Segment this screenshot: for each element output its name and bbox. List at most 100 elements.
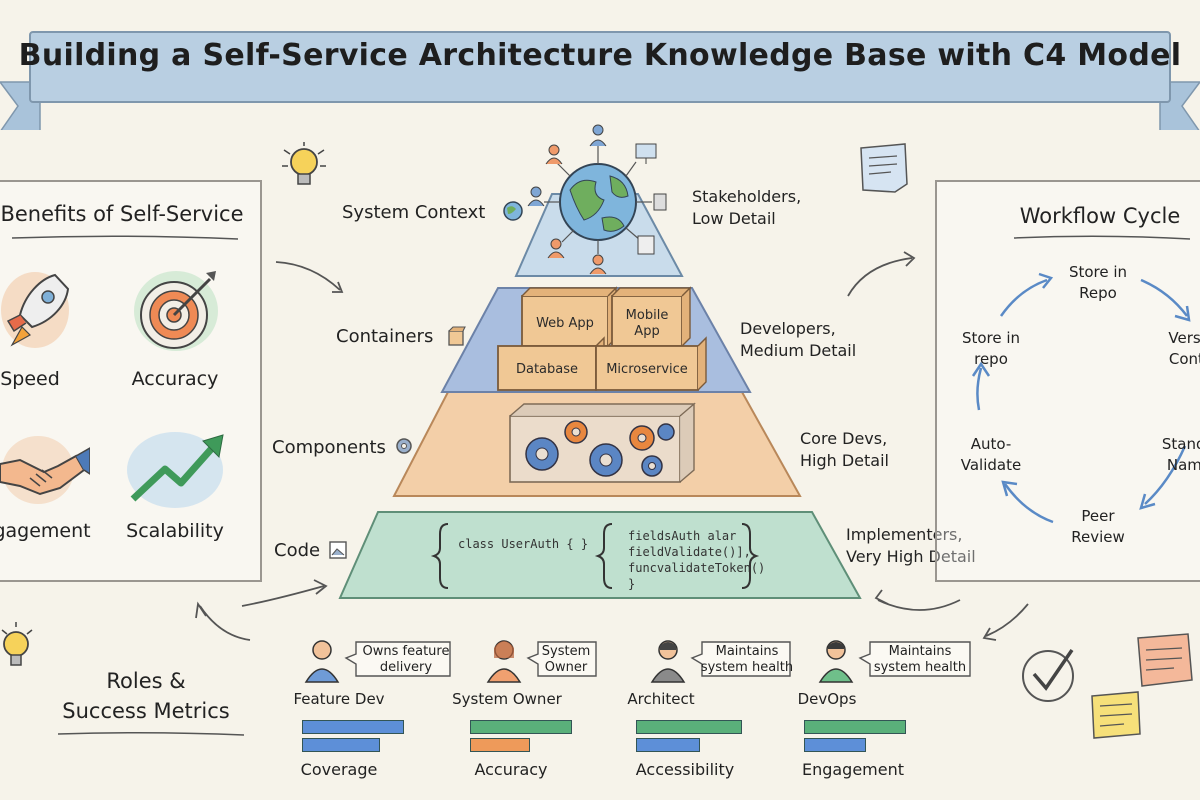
benefit-engagement: Engagement (0, 520, 91, 542)
tier-label-context: System Context (342, 202, 486, 223)
metric-label-accuracy: Accuracy (474, 760, 548, 779)
container-box-mobileapp (611, 286, 692, 347)
person-icon (589, 124, 607, 147)
code-braces (430, 523, 760, 589)
metric-bar (302, 720, 404, 734)
tier-label-components: Components (272, 437, 386, 458)
components-gearbox (509, 402, 696, 483)
code-line: fieldValidate()], (628, 545, 751, 559)
gear-icon (564, 420, 588, 444)
rocket-icon (1, 272, 70, 348)
audience-containers: Developers, Medium Detail (740, 319, 857, 360)
roles-heading: Roles & Success Metrics (62, 669, 230, 723)
container-label-microservice: Microservice (606, 362, 688, 377)
metric-bar (470, 738, 530, 752)
role-name-system-owner: System Owner (452, 690, 562, 708)
role-name-architect: Architect (627, 690, 695, 708)
workflow-step-peer-review: Peer Review (1071, 507, 1125, 546)
roles-underline (57, 731, 245, 736)
tier-label-code: Code (274, 540, 321, 561)
audience-context: Stakeholders, Low Detail (692, 187, 802, 228)
workflow-cycle-arrows (971, 272, 1191, 524)
speech-bubble (690, 641, 791, 677)
gear-icon (641, 455, 663, 477)
workflow-step-standard-naming: Standard Naming (1161, 435, 1200, 474)
person-icon (650, 640, 686, 683)
metric-label-coverage: Coverage (300, 760, 378, 779)
metric-bar (302, 738, 380, 752)
trending-up-icon (127, 432, 224, 508)
sticky-note-icon (1137, 633, 1193, 687)
speech-bubble (344, 641, 451, 677)
workflow-step-store-in-repo-2: Store in repo (961, 329, 1021, 368)
container-box-webapp (521, 286, 618, 347)
image-icon (329, 541, 347, 559)
metric-bar (470, 720, 572, 734)
person-icon (545, 144, 563, 165)
checkmark-icon (1022, 649, 1074, 702)
gear-icon (589, 443, 623, 477)
audience-code: Implementers, Very High Detail (846, 525, 976, 566)
gear-icon (629, 425, 655, 451)
title-banner (0, 31, 1200, 130)
workflow-step-store-in-repo: Store in Repo (1068, 263, 1128, 302)
benefit-speed: Speed (0, 368, 60, 390)
c4-pyramid (338, 124, 862, 599)
handshake-icon (0, 436, 90, 504)
lightbulb-icon (1, 622, 33, 666)
benefits-heading: Benefits of Self-Service (0, 202, 244, 226)
benefit-scalability: Scalability (126, 520, 224, 542)
code-line: } (628, 577, 636, 591)
person-icon (589, 254, 607, 275)
globe-icon (503, 201, 523, 221)
gear-icon (396, 438, 412, 454)
speech-bubble (858, 641, 971, 677)
target-icon (134, 271, 218, 351)
role-name-devops: DevOps (797, 690, 857, 708)
speech-bubble (526, 641, 597, 677)
monitor-icon (635, 143, 657, 164)
audience-components: Core Devs, High Detail (800, 429, 889, 470)
container-label-mobileapp: Mobile App (625, 308, 669, 339)
metric-label-engagement: Engagement (801, 760, 905, 779)
person-icon (818, 640, 854, 683)
tier-label-containers: Containers (336, 326, 434, 347)
page-title: Building a Self-Service Architecture Kno… (18, 38, 1182, 73)
workflow-step-auto-validate: Auto-Validate (960, 435, 1022, 474)
server-icon (653, 193, 667, 211)
metric-bar (804, 738, 866, 752)
workflow-step-version-control: Version Control (1168, 329, 1200, 368)
code-snippet-right: fieldsAuth alar fieldValidate()], funcva… (628, 528, 765, 592)
container-label-webapp: Web App (536, 316, 594, 331)
metric-bar (636, 720, 742, 734)
metric-bar (804, 720, 906, 734)
person-icon (527, 186, 545, 207)
globe-icon (559, 163, 637, 241)
container-label-database: Database (515, 362, 579, 377)
workflow-underline (1013, 235, 1191, 240)
role-name-feature-dev: Feature Dev (293, 690, 385, 708)
benefits-underline (11, 235, 239, 240)
workflow-heading: Workflow Cycle (1019, 204, 1181, 228)
metric-bar (636, 738, 700, 752)
metric-label-accessibility: Accessibility (635, 760, 735, 779)
lightbulb-icon (282, 142, 326, 185)
person-icon (304, 640, 340, 683)
code-line: funcvalidateToken() (628, 561, 766, 575)
box-icon (448, 326, 466, 346)
gear-icon (657, 423, 675, 441)
benefit-accuracy: Accuracy (131, 368, 219, 390)
gear-icon (525, 437, 559, 471)
document-icon (637, 235, 655, 255)
person-icon (547, 238, 565, 259)
person-icon (486, 640, 522, 683)
benefits-panel (0, 180, 262, 582)
sticky-note-icon (1091, 691, 1141, 739)
code-line: fieldsAuth alar (628, 529, 737, 543)
container-box-microservice (595, 336, 707, 391)
code-snippet-left: class UserAuth { } (458, 537, 589, 551)
